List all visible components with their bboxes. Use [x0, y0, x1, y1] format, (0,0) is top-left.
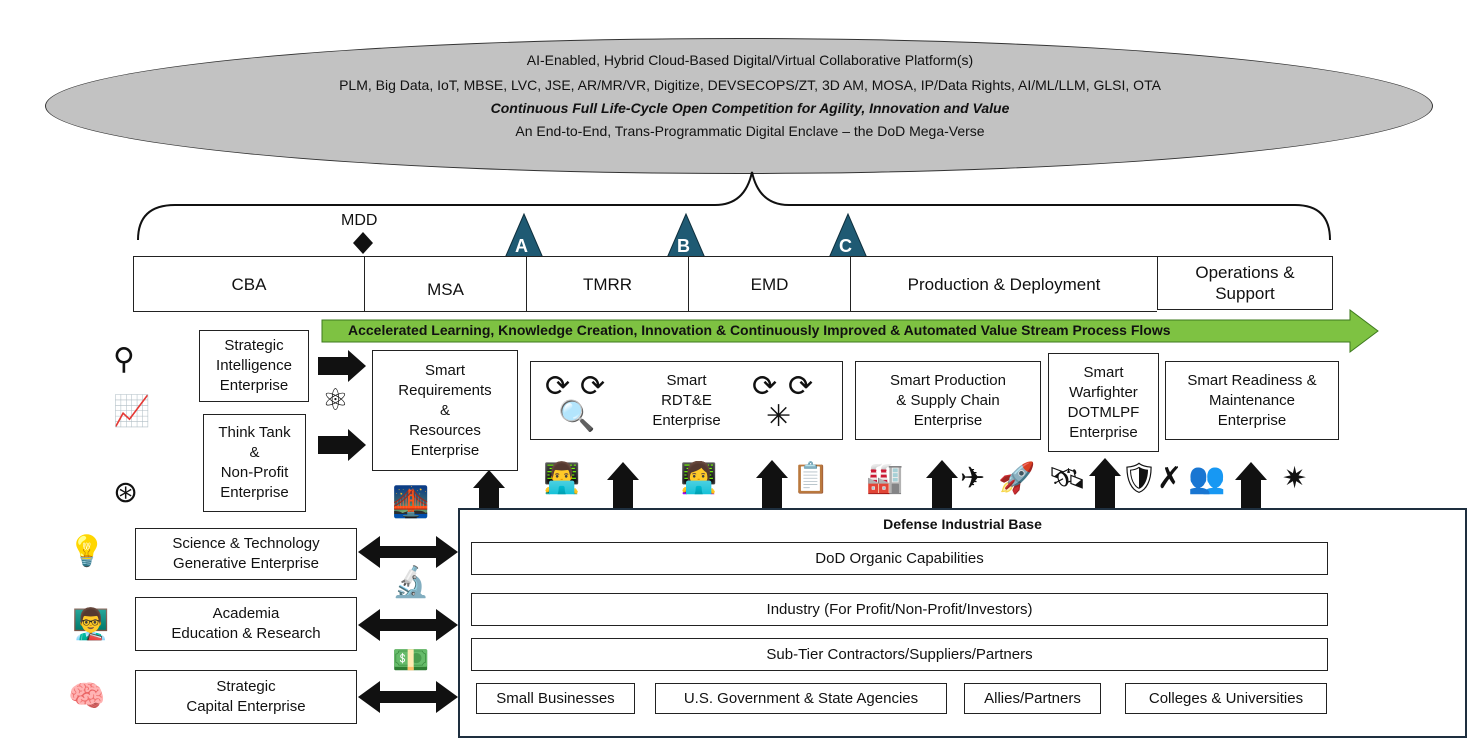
- smart-warfighter-box: Smart Warfighter DOTMLPF Enterprise: [1048, 353, 1159, 452]
- strategic-intel-box: Strategic Intelligence Enterprise: [199, 330, 309, 402]
- tools-icon: ✗: [1157, 462, 1183, 495]
- smart-rdte-box: Smart RDT&E Enterprise: [530, 361, 843, 440]
- up-arrow-5: [1089, 458, 1121, 508]
- platform-line1: AI-Enabled, Hybrid Cloud-Based Digital/V…: [526, 52, 974, 68]
- airplane-icon: ✈: [960, 462, 986, 495]
- green-arrow: [321, 309, 1379, 353]
- phase-cba: CBA: [133, 256, 364, 312]
- venn-icon: ⊛: [113, 476, 139, 509]
- checklist-icon: 📋: [792, 462, 830, 495]
- line-chart-icon: 📈: [113, 395, 151, 428]
- dib-title: Defense Industrial Base: [883, 516, 1042, 532]
- spark-icon: ✷: [1282, 462, 1308, 495]
- milestone-a-label: A: [515, 236, 528, 256]
- mdd-label: MDD: [341, 212, 378, 229]
- head-atom-icon: ⚛: [322, 384, 349, 417]
- dib-industry: Industry (For Profit/Non-Profit/Investor…: [471, 593, 1328, 626]
- milestone-b-label: B: [677, 236, 690, 256]
- coder-icon: 👩‍💻: [680, 462, 718, 495]
- smart-production-box: Smart Production & Supply Chain Enterpri…: [855, 361, 1041, 440]
- arrow-thinktank: [318, 429, 366, 461]
- sci-tech-box: Science & Technology Generative Enterpri…: [135, 528, 357, 580]
- up-arrow-4: [926, 460, 958, 508]
- smart-requirements-box: Smart Requirements & Resources Enterpris…: [372, 350, 518, 471]
- coder-icon: 👨‍💻: [543, 462, 581, 495]
- cycle-icon: ⟳: [788, 370, 814, 403]
- capital-box: Strategic Capital Enterprise: [135, 670, 357, 724]
- money-icon: 💵: [392, 644, 430, 677]
- dib-small-business: Small Businesses: [476, 683, 635, 714]
- phase-production: Production & Deployment: [850, 256, 1157, 312]
- dib-subtier: Sub-Tier Contractors/Suppliers/Partners: [471, 638, 1328, 671]
- arrow-intel: [318, 350, 366, 382]
- cycle-icon: ⟳: [580, 370, 606, 403]
- dib-gov-agencies: U.S. Government & State Agencies: [655, 683, 947, 714]
- bridge-icon: 🌉: [392, 486, 430, 519]
- double-arrow-academia: [358, 609, 458, 641]
- search-icon: 🔍: [558, 400, 596, 433]
- factory-icon: 🏭: [866, 462, 904, 495]
- platform-line2: PLM, Big Data, IoT, MBSE, LVC, JSE, AR/M…: [339, 77, 1161, 93]
- brain-icon: 🧠: [68, 680, 106, 713]
- network-icon: ✳: [766, 400, 792, 433]
- up-arrow-3: [756, 460, 788, 508]
- dib-organic: DoD Organic Capabilities: [471, 542, 1328, 575]
- double-arrow-capital: [358, 681, 458, 713]
- academia-box: Academia Education & Research: [135, 597, 357, 651]
- mdd-diamond: [353, 232, 373, 254]
- brace: [137, 171, 1331, 241]
- green-bar-text: Accelerated Learning, Knowledge Creation…: [348, 322, 1171, 338]
- milestone-c-label: C: [839, 236, 852, 256]
- up-arrow-1: [473, 470, 505, 508]
- up-arrow-2: [607, 462, 639, 508]
- cycle-icon: ⟳: [752, 370, 778, 403]
- smart-readiness-box: Smart Readiness & Maintenance Enterprise: [1165, 361, 1339, 440]
- binoculars-icon: ⚲: [113, 343, 135, 376]
- microscope-icon: 🔬: [392, 566, 430, 599]
- up-arrow-6: [1235, 462, 1267, 508]
- dib-colleges: Colleges & Universities: [1125, 683, 1327, 714]
- phase-operations: Operations & Support: [1157, 256, 1333, 310]
- smart-rdte-label: Smart RDT&E Enterprise: [652, 371, 721, 429]
- dib-allies: Allies/Partners: [964, 683, 1101, 714]
- shield-icon: 🛡: [1120, 462, 1159, 495]
- platform-ellipse: [45, 38, 1433, 174]
- think-tank-box: Think Tank & Non-Profit Enterprise: [203, 414, 306, 512]
- satellite-icon: 🛰: [1048, 462, 1087, 495]
- phase-tmrr: TMRR: [526, 256, 688, 312]
- double-arrow-scitech: [358, 536, 458, 568]
- phase-msa: MSA: [364, 256, 526, 312]
- teacher-icon: 👨‍🏫: [72, 608, 110, 641]
- team-icon: 👥: [1188, 462, 1226, 495]
- lightbulb-icon: 💡: [68, 535, 106, 568]
- cycle-icon: ⟳: [545, 370, 571, 403]
- phase-emd: EMD: [688, 256, 850, 312]
- platform-line4: An End-to-End, Trans-Programmatic Digita…: [515, 123, 985, 139]
- platform-line3: Continuous Full Life-Cycle Open Competit…: [490, 100, 1010, 116]
- rocket-icon: 🚀: [998, 462, 1036, 495]
